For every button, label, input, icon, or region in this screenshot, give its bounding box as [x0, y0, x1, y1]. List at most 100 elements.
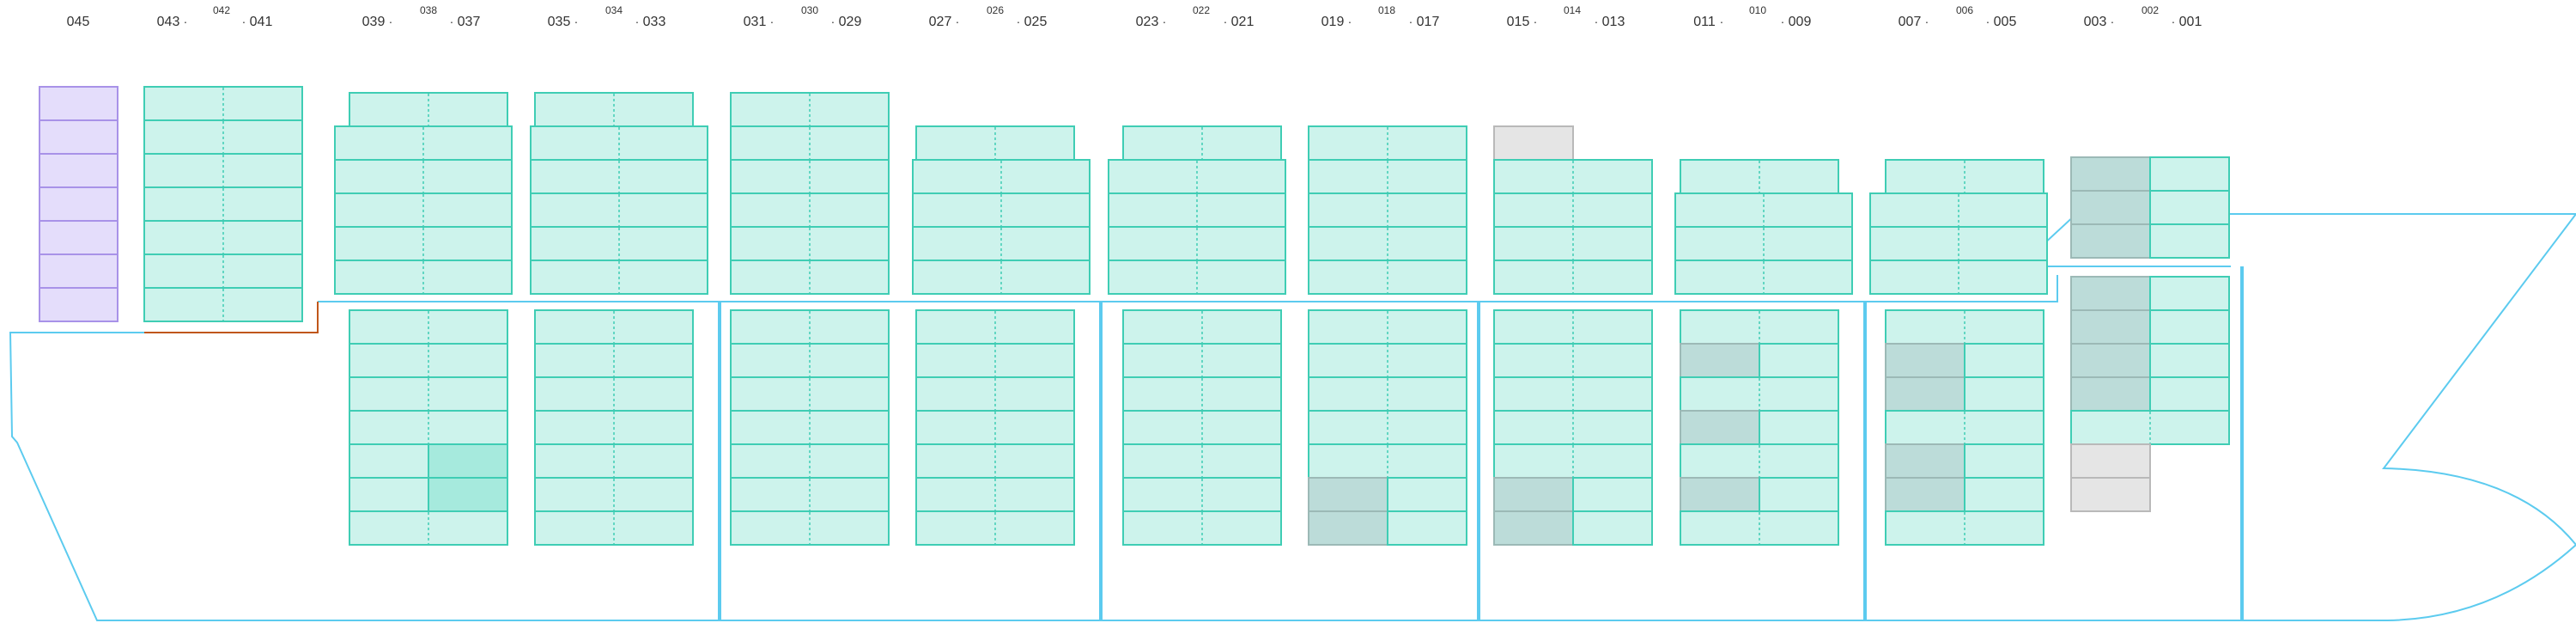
container-slot [349, 477, 429, 512]
bay-label: 001 [2179, 15, 2202, 29]
bay-label: 025 [1024, 15, 1048, 29]
container-slot [428, 477, 508, 512]
container-slot [39, 287, 118, 322]
label-separator: · [389, 15, 393, 28]
bay-label: 033 [643, 15, 666, 29]
bay-label: 030 [801, 4, 818, 16]
bay-label: 027 [929, 15, 952, 29]
container-slot [2070, 343, 2151, 378]
bay-label: 022 [1193, 4, 1210, 16]
label-separator: · [1781, 15, 1785, 28]
container-slot [1493, 125, 1574, 161]
container-slot [1572, 510, 1653, 546]
label-separator: · [1986, 15, 1990, 28]
label-separator: · [574, 15, 579, 28]
bay-label: 007 [1899, 15, 1922, 29]
container-slot [2070, 309, 2151, 345]
container-slot [2070, 276, 2151, 311]
container-slot [1493, 477, 1574, 512]
container-slot [2149, 223, 2230, 259]
container-slot [2070, 223, 2151, 259]
bay-label: 023 [1136, 15, 1159, 29]
container-slot [2070, 443, 2151, 479]
bay-label: 011 [1693, 15, 1716, 29]
bay-label: 018 [1378, 4, 1395, 16]
container-slot [349, 443, 429, 479]
label-separator: · [1925, 15, 1929, 28]
container-slot [39, 220, 118, 255]
bay-label: 015 [1507, 15, 1530, 29]
bay-label: 002 [2142, 4, 2159, 16]
label-separator: · [1163, 15, 1167, 28]
label-separator: · [831, 15, 835, 28]
label-separator: · [450, 15, 454, 28]
container-slot [1759, 477, 1839, 512]
label-separator: · [242, 15, 246, 28]
hull-line [9, 213, 2576, 621]
bay-label: 026 [987, 4, 1004, 16]
container-slot [39, 86, 118, 121]
deck-edge-aft [144, 302, 319, 333]
container-slot [2070, 190, 2151, 225]
container-slot [2070, 477, 2151, 512]
bay-label: 013 [1602, 15, 1625, 29]
container-slot [1885, 343, 1965, 378]
container-slot [1759, 410, 1839, 445]
label-separator: · [2172, 15, 2176, 28]
container-slot [2149, 376, 2230, 412]
bay-label: 043 [157, 15, 180, 29]
container-slot [428, 443, 508, 479]
bay-label: 029 [839, 15, 862, 29]
container-slots [39, 86, 2230, 546]
container-slot [2149, 156, 2230, 192]
bay-label: 003 [2084, 15, 2107, 29]
container-slot [2149, 343, 2230, 378]
container-slot [39, 153, 118, 188]
container-slot [1885, 443, 1965, 479]
label-separator: · [2111, 15, 2115, 28]
label-separator: · [1409, 15, 1413, 28]
bay-label: 035 [548, 15, 571, 29]
container-slot [1964, 343, 2044, 378]
container-slot [39, 186, 118, 222]
bay-label: 031 [744, 15, 767, 29]
container-slot [1680, 477, 1760, 512]
container-slot [1387, 510, 1467, 546]
container-slot [1387, 477, 1467, 512]
container-slot [2149, 309, 2230, 345]
label-separator: · [1534, 15, 1538, 28]
container-slot [1680, 343, 1760, 378]
bay-label: 009 [1789, 15, 1812, 29]
bay-label: 014 [1564, 4, 1581, 16]
bay-label: 021 [1231, 15, 1255, 29]
bay-label: 042 [213, 4, 230, 16]
container-slot [1759, 343, 1839, 378]
container-slot [1308, 477, 1388, 512]
label-separator: · [1348, 15, 1352, 28]
container-slot [1680, 410, 1760, 445]
label-separator: · [635, 15, 640, 28]
container-slot [2070, 156, 2151, 192]
bay-label: 039 [362, 15, 386, 29]
bay-label: 017 [1417, 15, 1440, 29]
label-separator: · [770, 15, 775, 28]
label-separator: · [1017, 15, 1021, 28]
container-slot [2149, 190, 2230, 225]
container-slot [2149, 276, 2230, 311]
label-separator: · [1224, 15, 1228, 28]
container-slot [39, 253, 118, 289]
label-separator: · [956, 15, 960, 28]
bay-label: 041 [250, 15, 273, 29]
container-slot [2070, 376, 2151, 412]
bay-label: 034 [605, 4, 623, 16]
container-slot [1885, 376, 1965, 412]
container-slot [1964, 477, 2044, 512]
ship-hull-outline [9, 213, 2576, 621]
container-slot [1964, 376, 2044, 412]
bay-label: 037 [458, 15, 481, 29]
bay-label: 005 [1994, 15, 2017, 29]
bay-label: 045 [67, 15, 90, 29]
bay-label: 010 [1749, 4, 1766, 16]
container-slot [1572, 477, 1653, 512]
